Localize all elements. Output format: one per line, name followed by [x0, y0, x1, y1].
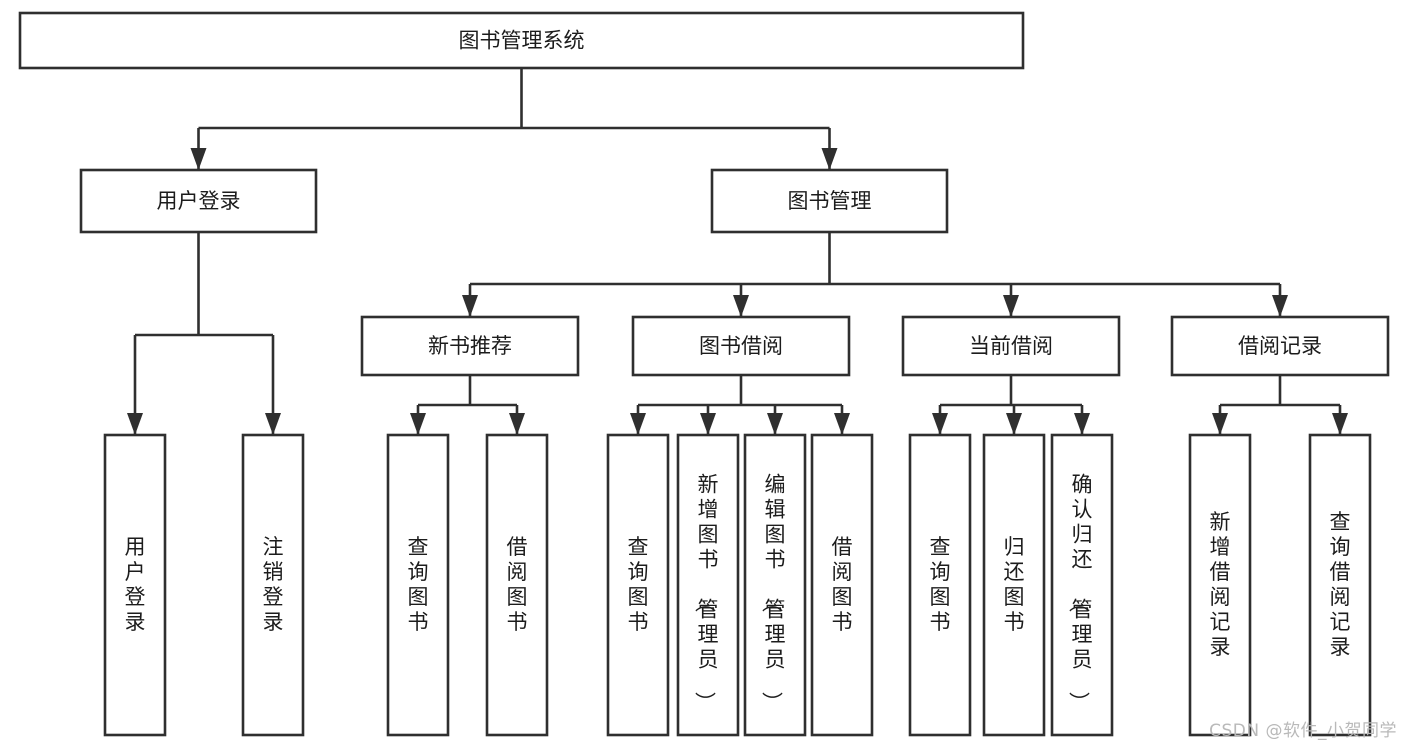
arrow-head-icon — [1332, 413, 1348, 435]
arrow-head-icon — [834, 413, 850, 435]
node-box[interactable] — [485, 433, 549, 737]
node-label: 用户登录 — [125, 535, 146, 634]
node-label: 归还图书 — [1004, 535, 1025, 634]
node-label: 编辑图书（管理员） — [760, 473, 786, 713]
node-label: 新增借阅记录 — [1210, 510, 1231, 659]
node-box[interactable] — [710, 168, 949, 234]
arrow-head-icon — [733, 295, 749, 317]
arrow-head-icon — [509, 413, 525, 435]
arrow-head-icon — [1006, 413, 1022, 435]
node-label: 借阅记录 — [1238, 334, 1322, 358]
arrow-head-icon — [700, 413, 716, 435]
node-label: 新增图书（管理员） — [693, 473, 719, 713]
node-leaf-borrow-book-1[interactable]: 借阅图书 — [485, 433, 549, 737]
node-label: 当前借阅 — [969, 334, 1053, 358]
node-box[interactable] — [908, 433, 972, 737]
node-leaf-return-book[interactable]: 归还图书 — [982, 433, 1046, 737]
node-root[interactable]: 图书管理系统 — [18, 11, 1025, 70]
node-leaf-query-record[interactable]: 查询借阅记录 — [1308, 433, 1372, 737]
node-user-login[interactable]: 用户登录 — [79, 168, 318, 234]
node-label: 查询图书 — [930, 535, 951, 634]
edges-layer — [127, 68, 1348, 435]
arrow-head-icon — [1003, 295, 1019, 317]
node-box[interactable] — [103, 433, 167, 737]
node-label: 注销登录 — [263, 535, 284, 634]
arrow-head-icon — [1272, 295, 1288, 317]
node-box[interactable] — [241, 433, 305, 737]
node-label: 查询图书 — [408, 535, 429, 634]
arrow-head-icon — [1212, 413, 1228, 435]
node-label: 图书管理系统 — [459, 29, 585, 53]
watermark-label: CSDN @软件_小贺同学 — [1209, 721, 1397, 741]
node-box[interactable] — [631, 315, 851, 377]
node-leaf-confirm-return[interactable]: 确认归还（管理员） — [1050, 433, 1114, 737]
arrow-head-icon — [265, 413, 281, 435]
node-label: 借阅图书 — [507, 535, 528, 634]
node-box[interactable] — [676, 433, 740, 737]
arrow-head-icon — [630, 413, 646, 435]
node-box[interactable] — [360, 315, 580, 377]
arrow-head-icon — [127, 413, 143, 435]
arrow-head-icon — [410, 413, 426, 435]
arrow-head-icon — [462, 295, 478, 317]
node-box[interactable] — [18, 11, 1025, 70]
arrow-head-icon — [1074, 413, 1090, 435]
node-box[interactable] — [386, 433, 450, 737]
node-box[interactable] — [810, 433, 874, 737]
node-box[interactable] — [1188, 433, 1252, 737]
node-box[interactable] — [1050, 433, 1114, 737]
arrow-head-icon — [821, 148, 838, 170]
node-leaf-query-book-3[interactable]: 查询图书 — [908, 433, 972, 737]
node-leaf-add-record[interactable]: 新增借阅记录 — [1188, 433, 1252, 737]
node-label: 借阅图书 — [832, 535, 853, 634]
node-leaf-query-book-1[interactable]: 查询图书 — [386, 433, 450, 737]
node-label: 确认归还（管理员） — [1067, 473, 1093, 713]
node-box[interactable] — [1170, 315, 1390, 377]
node-box[interactable] — [79, 168, 318, 234]
node-book-manage[interactable]: 图书管理 — [710, 168, 949, 234]
node-current-borrow[interactable]: 当前借阅 — [901, 315, 1121, 377]
node-label: 用户登录 — [157, 189, 241, 213]
node-label: 查询借阅记录 — [1330, 510, 1351, 659]
node-leaf-logout[interactable]: 注销登录 — [241, 433, 305, 737]
node-label: 图书管理 — [788, 189, 872, 213]
node-label: 查询图书 — [628, 535, 649, 634]
node-leaf-edit-book[interactable]: 编辑图书（管理员） — [743, 433, 807, 737]
node-label: 新书推荐 — [428, 334, 512, 358]
arrow-head-icon — [932, 413, 948, 435]
node-borrow-record[interactable]: 借阅记录 — [1170, 315, 1390, 377]
arrow-head-icon — [767, 413, 783, 435]
node-new-book-rec[interactable]: 新书推荐 — [360, 315, 580, 377]
node-label: 图书借阅 — [699, 334, 783, 358]
nodes-layer: 图书管理系统用户登录图书管理新书推荐图书借阅当前借阅借阅记录用户登录注销登录查询… — [18, 11, 1390, 737]
node-leaf-query-book-2[interactable]: 查询图书 — [606, 433, 670, 737]
node-leaf-user-login[interactable]: 用户登录 — [103, 433, 167, 737]
node-leaf-add-book[interactable]: 新增图书（管理员） — [676, 433, 740, 737]
node-box[interactable] — [901, 315, 1121, 377]
node-box[interactable] — [982, 433, 1046, 737]
node-book-borrow[interactable]: 图书借阅 — [631, 315, 851, 377]
node-leaf-borrow-book-2[interactable]: 借阅图书 — [810, 433, 874, 737]
arrow-head-icon — [190, 148, 207, 170]
node-box[interactable] — [1308, 433, 1372, 737]
node-box[interactable] — [606, 433, 670, 737]
node-box[interactable] — [743, 433, 807, 737]
